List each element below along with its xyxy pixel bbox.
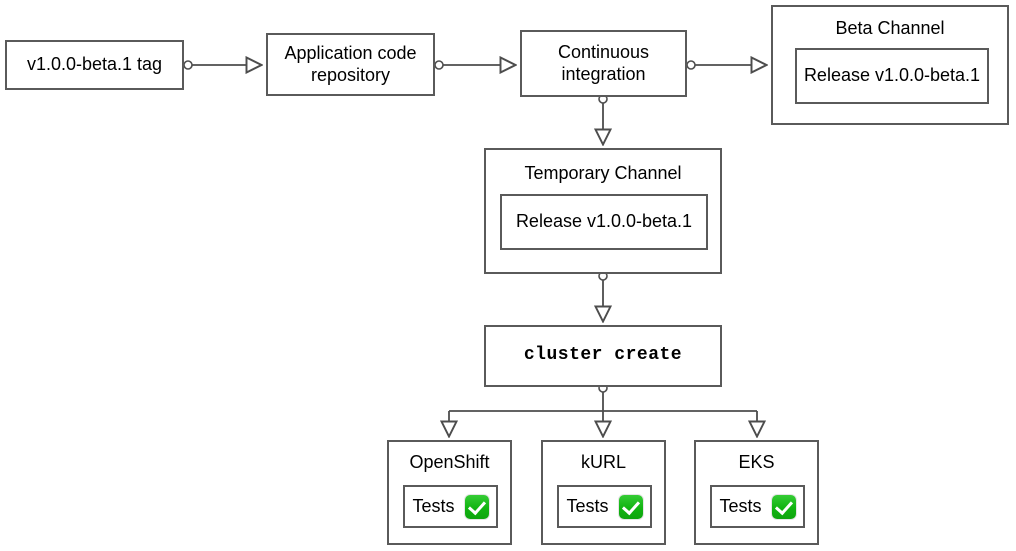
edge-repository-to-ci	[434, 61, 514, 69]
edge-temporary-channel-to-cluster-create	[599, 271, 607, 320]
node-cluster-create[interactable]: cluster create	[484, 325, 722, 387]
target-openshift-title: OpenShift	[409, 452, 490, 472]
target-eks-tests-box[interactable]: Tests	[710, 485, 805, 528]
node-target-openshift[interactable]: OpenShift Tests	[387, 440, 512, 545]
node-cluster-create-label: cluster create	[523, 345, 683, 366]
temporary-channel-release-box[interactable]: Release v1.0.0-beta.1	[500, 194, 708, 250]
target-openshift-tests-box[interactable]: Tests	[403, 485, 498, 528]
target-eks-title: EKS	[738, 452, 775, 472]
node-target-kurl[interactable]: kURL Tests	[541, 440, 666, 545]
node-repository-label: Application code repository	[284, 42, 417, 85]
node-continuous-integration[interactable]: Continuous integration	[520, 30, 687, 97]
node-tag[interactable]: v1.0.0-beta.1 tag	[5, 40, 184, 90]
edge-tag-to-repository	[183, 61, 260, 69]
node-repository[interactable]: Application code repository	[266, 33, 435, 96]
beta-channel-release-label: Release v1.0.0-beta.1	[803, 65, 981, 86]
target-kurl-title: kURL	[580, 452, 626, 472]
target-eks-tests-label: Tests	[719, 495, 762, 516]
edge-ci-to-beta-channel	[686, 61, 765, 69]
node-temporary-channel[interactable]: Temporary Channel Release v1.0.0-beta.1	[484, 148, 722, 274]
node-target-eks[interactable]: EKS Tests	[694, 440, 819, 545]
beta-channel-release-box[interactable]: Release v1.0.0-beta.1	[795, 48, 989, 104]
temporary-channel-title: Temporary Channel	[524, 163, 682, 183]
target-openshift-tests-label: Tests	[412, 495, 455, 516]
node-continuous-integration-label: Continuous integration	[557, 41, 650, 84]
target-kurl-tests-box[interactable]: Tests	[557, 485, 652, 528]
edge-cluster-create-to-targets	[449, 383, 757, 435]
target-kurl-tests-label: Tests	[566, 495, 609, 516]
green-check-icon	[771, 494, 796, 519]
node-tag-label: v1.0.0-beta.1 tag	[26, 54, 163, 75]
green-check-icon	[618, 494, 643, 519]
temporary-channel-release-label: Release v1.0.0-beta.1	[515, 211, 693, 232]
green-check-icon	[464, 494, 489, 519]
edge-ci-to-temporary-channel	[599, 94, 607, 143]
node-beta-channel[interactable]: Beta Channel Release v1.0.0-beta.1	[771, 5, 1009, 125]
beta-channel-title: Beta Channel	[835, 18, 945, 38]
